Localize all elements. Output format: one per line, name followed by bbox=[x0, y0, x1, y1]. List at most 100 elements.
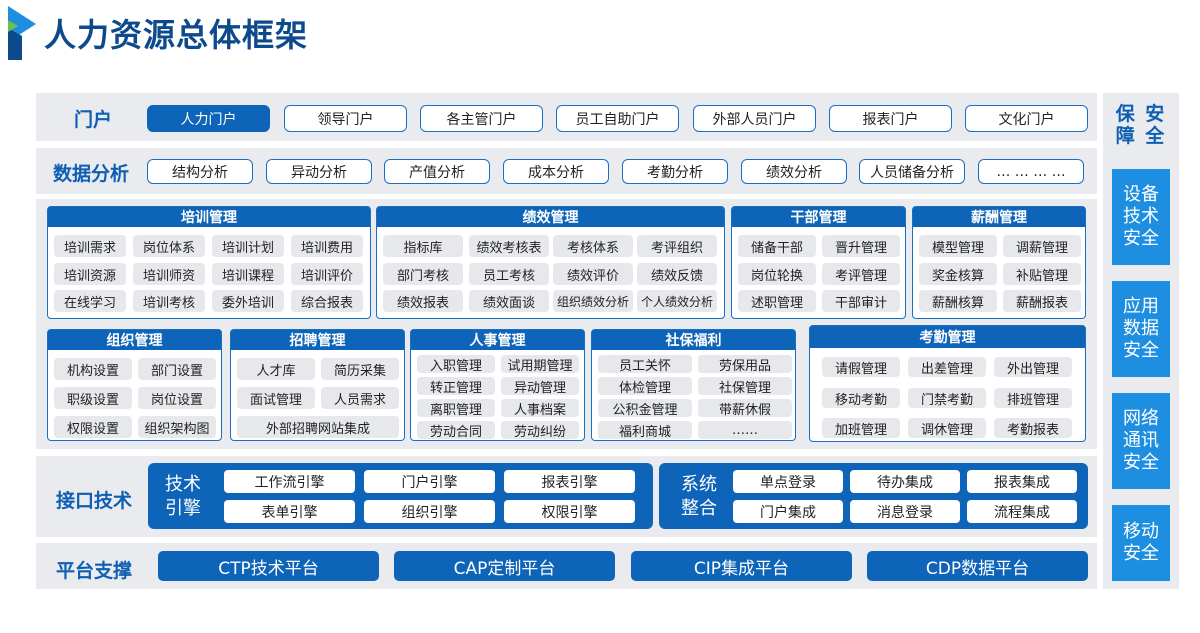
integration-item[interactable]: 消息登录 bbox=[850, 500, 960, 523]
personnel-item[interactable]: 劳动合同 bbox=[417, 421, 495, 440]
analysis-item[interactable]: 人员储备分析 bbox=[859, 159, 965, 184]
attendance-item[interactable]: 排班管理 bbox=[994, 388, 1072, 408]
welfare-item[interactable]: 员工关怀 bbox=[598, 355, 692, 374]
performance-item[interactable]: 组织绩效分析 bbox=[553, 290, 633, 312]
org-item[interactable]: 机构设置 bbox=[54, 358, 132, 380]
attendance-item[interactable]: 外出管理 bbox=[994, 357, 1072, 377]
performance-item[interactable]: 考核体系 bbox=[553, 235, 633, 257]
training-item[interactable]: 培训计划 bbox=[212, 235, 284, 257]
training-item[interactable]: 培训费用 bbox=[291, 235, 363, 257]
training-item[interactable]: 培训考核 bbox=[133, 290, 205, 312]
training-item[interactable]: 培训评价 bbox=[291, 263, 363, 285]
integration-item[interactable]: 报表集成 bbox=[967, 470, 1077, 493]
recruit-item[interactable]: 简历采集 bbox=[321, 358, 399, 380]
analysis-item[interactable]: 成本分析 bbox=[503, 159, 609, 184]
portal-item[interactable]: 员工自助门户 bbox=[556, 105, 679, 132]
org-item[interactable]: 权限设置 bbox=[54, 416, 132, 438]
integration-item[interactable]: 门户集成 bbox=[733, 500, 843, 523]
training-item[interactable]: 在线学习 bbox=[54, 290, 126, 312]
engine-item[interactable]: 组织引擎 bbox=[364, 500, 495, 523]
personnel-item[interactable]: 异动管理 bbox=[501, 377, 579, 396]
security-item[interactable]: 移动 安全 bbox=[1112, 505, 1170, 581]
portal-item[interactable]: 各主管门户 bbox=[420, 105, 543, 132]
analysis-item[interactable]: 产值分析 bbox=[384, 159, 490, 184]
welfare-item[interactable]: …… bbox=[698, 421, 792, 439]
performance-item[interactable]: 指标库 bbox=[383, 235, 463, 257]
portal-item[interactable]: 报表门户 bbox=[829, 105, 952, 132]
salary-item[interactable]: 薪酬核算 bbox=[919, 290, 997, 312]
personnel-item[interactable]: 离职管理 bbox=[417, 399, 495, 418]
engine-item[interactable]: 表单引擎 bbox=[224, 500, 355, 523]
training-item[interactable]: 培训师资 bbox=[133, 263, 205, 285]
cadre-item[interactable]: 述职管理 bbox=[738, 290, 816, 312]
attendance-item[interactable]: 移动考勤 bbox=[822, 388, 900, 408]
engine-item[interactable]: 工作流引擎 bbox=[224, 470, 355, 493]
platform-item[interactable]: CAP定制平台 bbox=[394, 551, 615, 581]
integration-item[interactable]: 待办集成 bbox=[850, 470, 960, 493]
performance-item[interactable]: 绩效反馈 bbox=[637, 263, 717, 285]
training-item[interactable]: 培训资源 bbox=[54, 263, 126, 285]
platform-item[interactable]: CIP集成平台 bbox=[631, 551, 852, 581]
security-item[interactable]: 应用 数据 安全 bbox=[1112, 281, 1170, 377]
cadre-item[interactable]: 岗位轮换 bbox=[738, 263, 816, 285]
attendance-item[interactable]: 门禁考勤 bbox=[908, 388, 986, 408]
personnel-item[interactable]: 人事档案 bbox=[501, 399, 579, 418]
integration-item[interactable]: 流程集成 bbox=[967, 500, 1077, 523]
recruit-item[interactable]: 人才库 bbox=[237, 358, 315, 380]
security-item[interactable]: 设备 技术 安全 bbox=[1112, 169, 1170, 265]
welfare-item[interactable]: 公积金管理 bbox=[598, 399, 692, 418]
org-item[interactable]: 岗位设置 bbox=[138, 387, 216, 409]
recruit-item[interactable]: 外部招聘网站集成 bbox=[237, 416, 399, 438]
welfare-item[interactable]: 劳保用品 bbox=[698, 355, 792, 374]
portal-item[interactable]: 人力门户 bbox=[147, 105, 270, 132]
attendance-item[interactable]: 加班管理 bbox=[822, 418, 900, 438]
cadre-item[interactable]: 考评管理 bbox=[822, 263, 900, 285]
training-item[interactable]: 岗位体系 bbox=[133, 235, 205, 257]
analysis-item[interactable]: 考勤分析 bbox=[622, 159, 728, 184]
org-item[interactable]: 组织架构图 bbox=[138, 416, 216, 438]
portal-item[interactable]: 文化门户 bbox=[965, 105, 1088, 132]
security-item[interactable]: 网络 通讯 安全 bbox=[1112, 393, 1170, 489]
performance-item[interactable]: 员工考核 bbox=[469, 263, 549, 285]
performance-item[interactable]: 个人绩效分析 bbox=[637, 290, 717, 312]
portal-item[interactable]: 领导门户 bbox=[284, 105, 407, 132]
analysis-item[interactable]: 绩效分析 bbox=[741, 159, 847, 184]
engine-item[interactable]: 门户引擎 bbox=[364, 470, 495, 493]
cadre-item[interactable]: 储备干部 bbox=[738, 235, 816, 257]
welfare-item[interactable]: 社保管理 bbox=[698, 377, 792, 396]
salary-item[interactable]: 补贴管理 bbox=[1003, 263, 1081, 285]
performance-item[interactable]: 绩效考核表 bbox=[469, 235, 549, 257]
analysis-item[interactable]: … … … … bbox=[978, 159, 1084, 184]
training-item[interactable]: 培训课程 bbox=[212, 263, 284, 285]
org-item[interactable]: 部门设置 bbox=[138, 358, 216, 380]
salary-item[interactable]: 奖金核算 bbox=[919, 263, 997, 285]
performance-item[interactable]: 绩效报表 bbox=[383, 290, 463, 312]
training-item[interactable]: 培训需求 bbox=[54, 235, 126, 257]
attendance-item[interactable]: 出差管理 bbox=[908, 357, 986, 377]
integration-item[interactable]: 单点登录 bbox=[733, 470, 843, 493]
welfare-item[interactable]: 福利商城 bbox=[598, 421, 692, 440]
platform-item[interactable]: CTP技术平台 bbox=[158, 551, 379, 581]
personnel-item[interactable]: 劳动纠纷 bbox=[501, 421, 579, 440]
analysis-item[interactable]: 异动分析 bbox=[266, 159, 372, 184]
recruit-item[interactable]: 人员需求 bbox=[321, 387, 399, 409]
org-item[interactable]: 职级设置 bbox=[54, 387, 132, 409]
cadre-item[interactable]: 干部审计 bbox=[822, 290, 900, 312]
engine-item[interactable]: 报表引擎 bbox=[504, 470, 635, 493]
personnel-item[interactable]: 入职管理 bbox=[417, 355, 495, 374]
salary-item[interactable]: 模型管理 bbox=[919, 235, 997, 257]
platform-item[interactable]: CDP数据平台 bbox=[867, 551, 1088, 581]
recruit-item[interactable]: 面试管理 bbox=[237, 387, 315, 409]
performance-item[interactable]: 绩效评价 bbox=[553, 263, 633, 285]
performance-item[interactable]: 部门考核 bbox=[383, 263, 463, 285]
analysis-item[interactable]: 结构分析 bbox=[147, 159, 253, 184]
salary-item[interactable]: 调薪管理 bbox=[1003, 235, 1081, 257]
training-item[interactable]: 综合报表 bbox=[291, 290, 363, 312]
welfare-item[interactable]: 体检管理 bbox=[598, 377, 692, 396]
salary-item[interactable]: 薪酬报表 bbox=[1003, 290, 1081, 312]
attendance-item[interactable]: 请假管理 bbox=[822, 357, 900, 377]
attendance-item[interactable]: 调休管理 bbox=[908, 418, 986, 438]
personnel-item[interactable]: 试用期管理 bbox=[501, 355, 579, 374]
attendance-item[interactable]: 考勤报表 bbox=[994, 418, 1072, 438]
performance-item[interactable]: 考评组织 bbox=[637, 235, 717, 257]
